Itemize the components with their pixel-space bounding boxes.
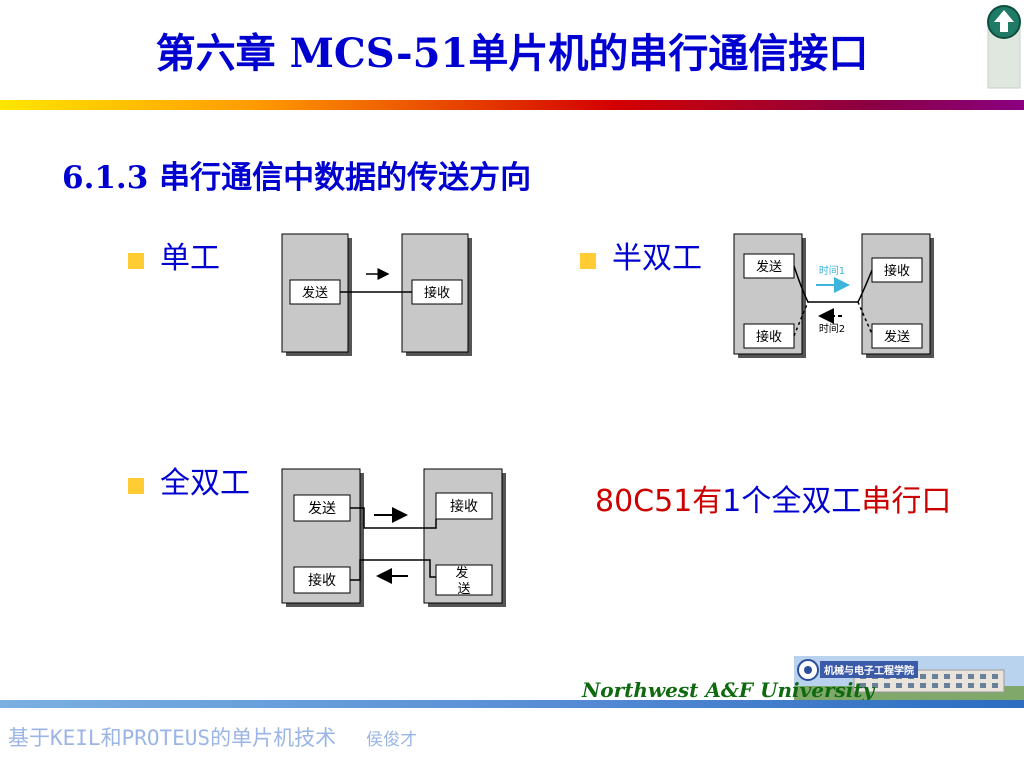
section-subtitle: 6.1.3 串行通信中数据的传送方向 (62, 160, 532, 196)
half-send-top-label: 发送 (756, 259, 782, 275)
course-title: 基于KEIL和PROTEUS的单片机技术 (8, 726, 337, 750)
half-time1-label: 时间1 (819, 264, 845, 277)
half-duplex-label: 半双工 (612, 241, 702, 276)
full-duplex-label: 全双工 (160, 466, 250, 501)
half-recv-top-label: 接收 (884, 263, 910, 279)
note-part2: 1个全双工 (722, 484, 862, 519)
half-recv-bottom-label: 接收 (756, 329, 782, 345)
half-time2-label: 时间2 (819, 322, 845, 335)
full-send-top-label: 发送 (308, 501, 336, 517)
university-name: Northwest A&F University (582, 678, 875, 702)
home-arrow-icon[interactable] (986, 2, 1022, 90)
bullet-square-icon (128, 478, 144, 494)
author-name: 侯俊才 (366, 730, 418, 750)
footer-divider (0, 700, 1024, 708)
note-part1: 80C51有 (595, 484, 723, 519)
serial-port-note: 80C51有1个全双工串行口 (595, 480, 985, 524)
college-label: 机械与电子工程学院 (820, 661, 918, 678)
title-divider (0, 100, 1024, 110)
note-part3: 串行口 (861, 484, 952, 519)
half-duplex-diagram: 时间1 时间2 发送 接收 接收 发送 (733, 233, 934, 358)
page-title: 第六章 MCS-51单片机的串行通信接口 (155, 30, 869, 77)
simplex-diagram: 发送 接收 (281, 233, 472, 356)
full-send-bottom-label: 发 送 (455, 565, 472, 597)
simplex-send-label: 发送 (302, 285, 328, 301)
full-recv-bottom-label: 接收 (308, 572, 336, 589)
bullet-square-icon (580, 253, 596, 269)
simplex-recv-label: 接收 (424, 285, 450, 301)
half-send-bottom-label: 发送 (884, 329, 910, 345)
bullet-square-icon (128, 253, 144, 269)
full-duplex-diagram: 发送 接收 接收 发 送 (281, 468, 506, 607)
footer-course: 基于KEIL和PROTEUS的单片机技术 侯俊才 (8, 722, 417, 752)
simplex-label: 单工 (160, 241, 220, 276)
full-recv-top-label: 接收 (450, 498, 478, 515)
